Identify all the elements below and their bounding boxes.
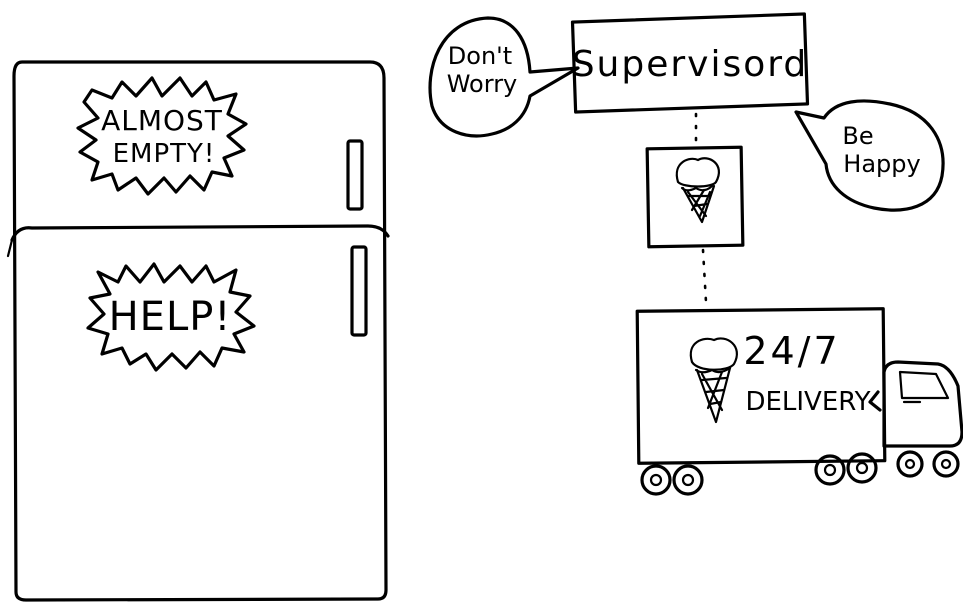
truck-icon bbox=[870, 362, 962, 446]
left-bubble-line1: Don't bbox=[448, 42, 512, 70]
wheel bbox=[934, 452, 958, 476]
truck-line1: 24/7 bbox=[743, 329, 840, 373]
right-bubble-line2: Happy bbox=[843, 150, 920, 178]
help-sign: HELP! bbox=[88, 264, 254, 370]
supervisord-label: Supervisord bbox=[572, 44, 809, 85]
fridge-handle bbox=[352, 247, 366, 335]
fridge-sign-text: HELP! bbox=[109, 294, 232, 340]
supervisor-group: Don't Worry Supervisord Be Happy bbox=[430, 14, 943, 302]
wheel bbox=[674, 466, 702, 494]
speech-bubble-left: Don't Worry bbox=[430, 18, 578, 136]
truck-wheels bbox=[642, 452, 958, 494]
truck-hitch bbox=[870, 392, 880, 410]
truck-cab bbox=[884, 362, 962, 446]
delivery-truck: 24/7 DELIVERY bbox=[637, 309, 962, 494]
wheel bbox=[898, 452, 922, 476]
almost-empty-sign: ALMOST EMPTY! bbox=[78, 78, 246, 194]
freezer-sign-line2: EMPTY! bbox=[113, 139, 216, 169]
ice-cream-icon bbox=[691, 338, 737, 422]
freezer-handle bbox=[348, 141, 362, 209]
ice-cream-icon bbox=[677, 158, 719, 222]
wheel bbox=[848, 454, 876, 482]
fridge-divider bbox=[12, 226, 388, 240]
fridge: ALMOST EMPTY! HELP! bbox=[8, 62, 388, 600]
right-bubble-line1: Be bbox=[842, 122, 873, 150]
left-bubble-line2: Worry bbox=[447, 70, 518, 98]
connector-bottom bbox=[703, 250, 706, 302]
freezer-sign-line1: ALMOST bbox=[101, 104, 223, 137]
cab-window bbox=[900, 372, 948, 398]
speech-bubble-right: Be Happy bbox=[796, 101, 943, 210]
truck-line2: DELIVERY bbox=[745, 387, 870, 417]
wheel bbox=[642, 466, 670, 494]
